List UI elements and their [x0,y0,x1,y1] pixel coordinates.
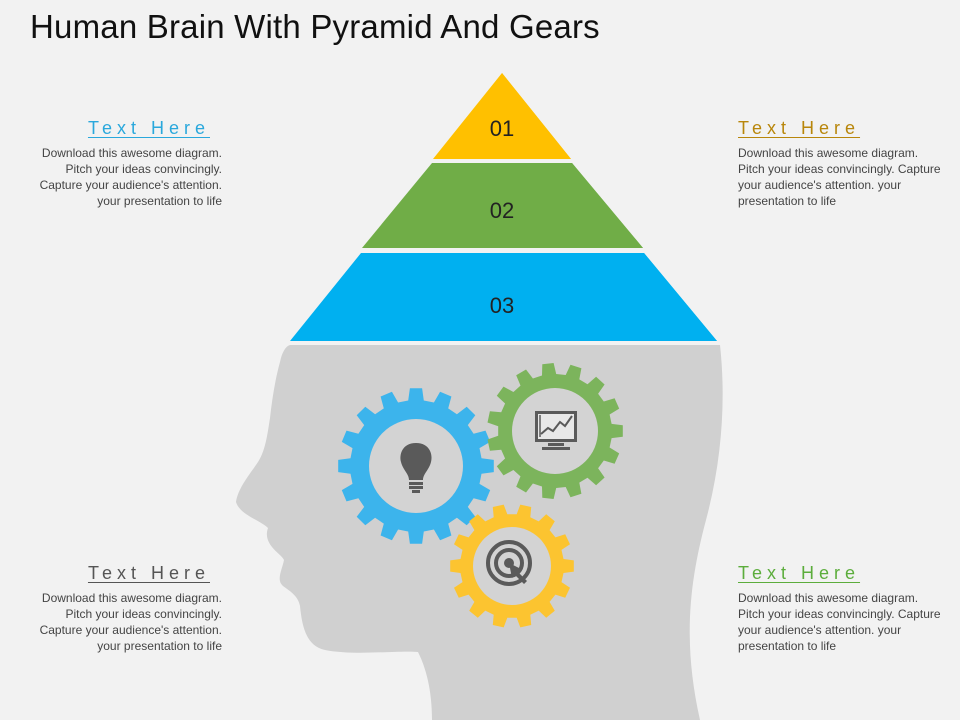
lightbulb-icon [400,443,432,493]
text-block-heading: Text Here [87,118,210,138]
gear-chart [487,363,623,499]
pyramid-label-3: 03 [490,293,514,318]
text-block-body: Download this awesome diagram. Pitch you… [738,591,941,653]
text-block-body: Download this awesome diagram. Pitch you… [738,146,941,208]
text-block-heading: Text Here [87,563,210,583]
gear-lightbulb [338,388,494,544]
text-block-body: Download this awesome diagram. Pitch you… [39,146,222,208]
text-block-top-right: Text Here Download this awesome diagram.… [738,118,948,209]
text-block-bottom-left: Text Here Download this awesome diagram.… [22,563,222,654]
text-block-heading: Text Here [738,118,861,138]
pyramid: 01 02 03 [290,73,717,341]
text-block-body: Download this awesome diagram. Pitch you… [39,591,222,653]
text-block-bottom-right: Text Here Download this awesome diagram.… [738,563,948,654]
pyramid-label-1: 01 [490,116,514,141]
text-block-top-left: Text Here Download this awesome diagram.… [22,118,222,209]
text-block-heading: Text Here [738,563,861,583]
gear-target [450,504,574,628]
chart-monitor-icon [535,411,577,450]
target-icon [486,540,532,586]
pyramid-label-2: 02 [490,198,514,223]
page-title: Human Brain With Pyramid And Gears [30,8,600,45]
